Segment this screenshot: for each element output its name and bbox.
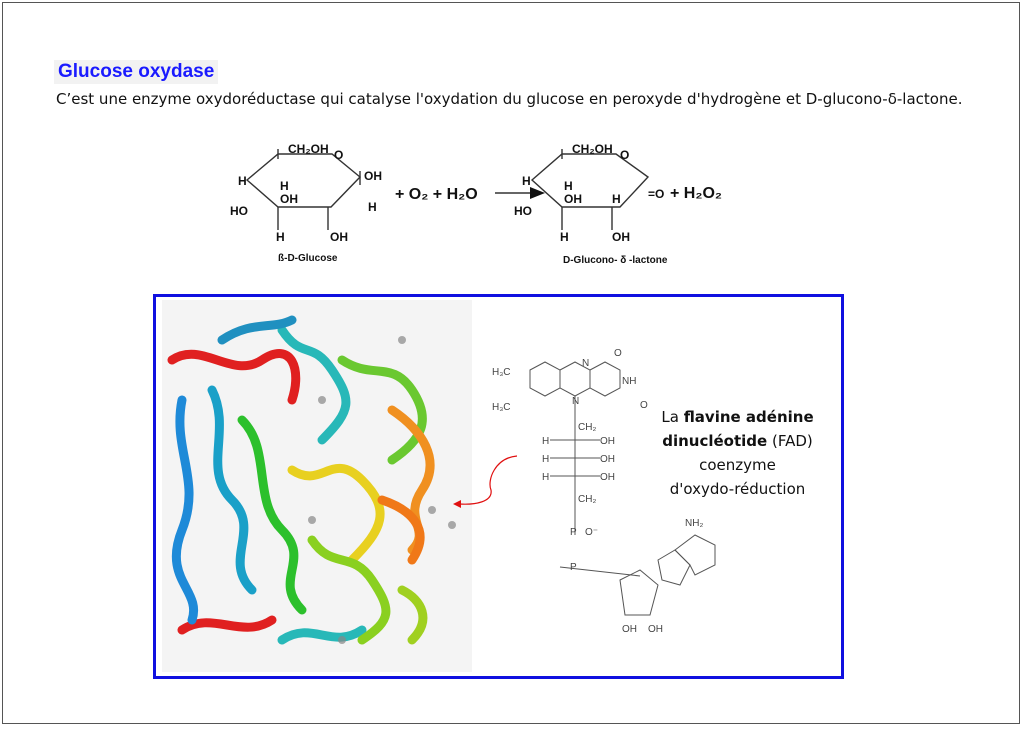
n-label: N	[582, 358, 589, 369]
h-label: H	[368, 200, 377, 214]
oh-label: OH	[612, 230, 630, 244]
oh-label: OH	[600, 454, 615, 465]
fad-structure: H₃C H₃C N N NH O O CH₂ H OH H OH H OH CH…	[492, 348, 716, 635]
h-label: H	[238, 174, 247, 188]
h3c-label: H₃C	[492, 367, 511, 378]
fad-figure-box	[153, 294, 844, 679]
ch2-label: CH₂	[578, 422, 596, 433]
enzyme-structure-image	[162, 300, 472, 672]
carbonyl-label: =O	[648, 187, 664, 201]
h-label: H	[542, 472, 549, 483]
ch2oh-label: CH₂OH	[572, 142, 613, 156]
h3c-label: H₃C	[492, 402, 511, 413]
ch2-label: CH₂	[578, 494, 596, 505]
o-label: O	[614, 348, 622, 359]
h-label: H	[564, 179, 573, 193]
o-label: O	[640, 400, 648, 411]
byproduct-label: + H₂O₂	[670, 185, 722, 202]
p-label: P	[570, 527, 577, 538]
page-title: Glucose oxydase	[54, 60, 219, 84]
oh-label: OH	[622, 624, 637, 635]
pointer-arrow	[453, 455, 518, 508]
caption-coenzyme: coenzyme	[699, 456, 776, 474]
h-label: H	[542, 454, 549, 465]
description-text: C’est une enzyme oxydoréductase qui cata…	[56, 90, 963, 108]
reaction-scheme: CH₂OH O OH H H HO H OH H OH CH₂OH O H HO…	[230, 142, 722, 266]
h-label: H	[560, 230, 569, 244]
reactant-name: ß-D-Glucose	[278, 253, 338, 264]
caption-bold-name: flavine adénine dinucléotide	[662, 408, 814, 450]
h-label: H	[280, 179, 289, 193]
oh-label: OH	[600, 436, 615, 447]
p-label: P	[570, 562, 577, 573]
nh2-label: NH₂	[685, 518, 703, 529]
oh-label: OH	[648, 624, 663, 635]
n-label: N	[572, 396, 579, 407]
oh-label: OH	[280, 192, 298, 206]
ring-o-label: O	[334, 148, 343, 162]
caption-redox: d'oxydo-réduction	[669, 480, 806, 498]
ring-o-label: O	[620, 148, 629, 162]
h-label: H	[276, 230, 285, 244]
o-minus-label: O⁻	[585, 527, 598, 538]
h-label: H	[542, 436, 549, 447]
fad-caption: La flavine adénine dinucléotide (FAD) co…	[655, 405, 820, 501]
ch2oh-label: CH₂OH	[288, 142, 329, 156]
reagents-label: + O₂ + H₂O	[395, 186, 478, 203]
oh-label: OH	[600, 472, 615, 483]
product-name: D-Glucono- δ -lactone	[563, 255, 668, 266]
oh-label: OH	[564, 192, 582, 206]
caption-suffix: (FAD)	[767, 432, 813, 450]
h-label: H	[522, 174, 531, 188]
oh-label: OH	[330, 230, 348, 244]
caption-prefix: La	[661, 408, 684, 426]
ho-label: HO	[230, 204, 248, 218]
h-label: H	[612, 192, 621, 206]
ho-label: HO	[514, 204, 532, 218]
oh-label: OH	[364, 169, 382, 183]
nh-label: NH	[622, 376, 636, 387]
